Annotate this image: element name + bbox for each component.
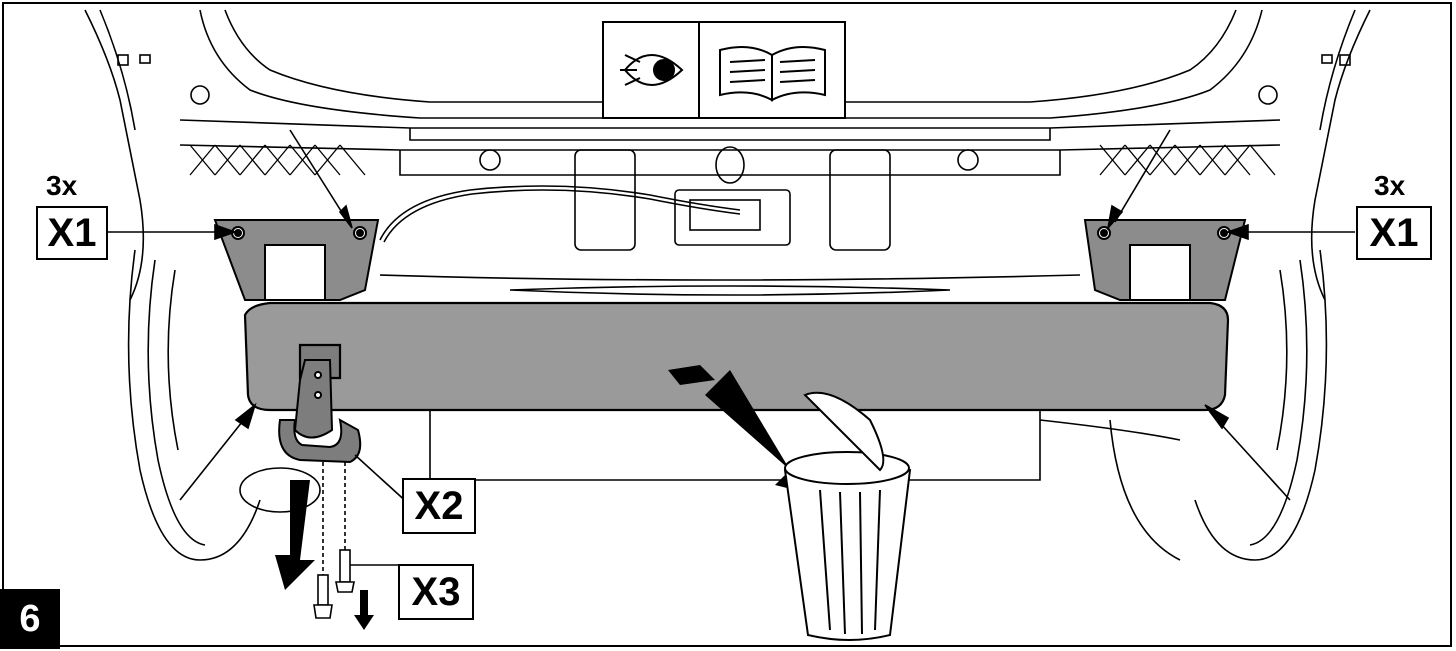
removal-arrows (275, 365, 815, 630)
vehicle-rear-outline (84, 9, 1371, 561)
header-icons (602, 21, 846, 119)
x1-left-label: X1 (36, 206, 108, 260)
bumper-hatching (189, 144, 1276, 176)
right-bracket (1083, 219, 1247, 301)
x3-label: X3 (398, 564, 474, 620)
crossmember-beam (243, 301, 1230, 412)
bolts (313, 462, 355, 619)
x2-label: X2 (402, 478, 476, 534)
towing-eye (278, 359, 362, 464)
left-bracket (213, 219, 380, 301)
trash-bin-icon (783, 391, 912, 641)
x1-right-quantity: 3x (1374, 170, 1406, 201)
step-number: 6 (0, 589, 60, 649)
x1-right-label: X1 (1356, 206, 1432, 260)
x1-left-quantity: 3x (46, 170, 78, 201)
